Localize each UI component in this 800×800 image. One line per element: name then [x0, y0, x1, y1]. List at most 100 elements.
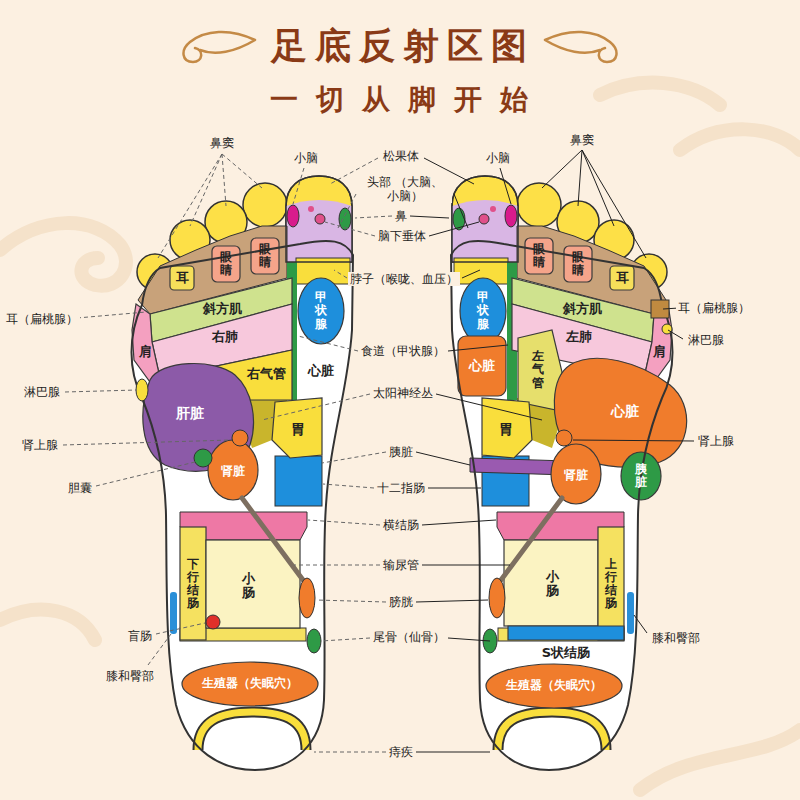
label-anchor: 膝和臀部 [104, 669, 156, 683]
zone-label: 肾脏 [564, 469, 588, 482]
zone-shape [508, 626, 624, 640]
reflex-zone: 耳 [170, 266, 194, 290]
reflex-zone: 肾脏 [551, 444, 601, 504]
foot-details [132, 176, 354, 770]
zone-label: 肝脏 [176, 406, 204, 421]
reflex-zone: 眼睛 [525, 238, 553, 274]
zone-shape [610, 266, 634, 290]
label-anchor: 一切从脚开始 [252, 83, 548, 117]
label-anchor: 胰脏 [387, 445, 415, 459]
zone-label: 右肺 [212, 330, 238, 344]
gallbladder [194, 449, 212, 467]
label-anchor: 盲肠 [126, 629, 154, 643]
reflex-zone: 甲状腺 [298, 278, 344, 344]
zone-label: 耳 [176, 271, 189, 285]
label-anchor: 松果体 [381, 149, 421, 163]
zone-shape [504, 540, 598, 626]
zone-label: 心脏 [308, 364, 334, 378]
label-anchor: 太阳神经丛 [371, 386, 435, 400]
reflex-zone: 肩 [644, 304, 672, 382]
head-zone [286, 200, 352, 262]
label-anchor: 耳（扁桃腺） [676, 301, 752, 315]
reflex-zone: 生殖器（失眠穴） [486, 664, 622, 708]
part-label: 太阳神经丛 [371, 386, 435, 400]
foot-mirrored [451, 176, 673, 770]
zone-shape [486, 664, 622, 708]
nose-dot [339, 208, 351, 230]
subtitle: 一切从脚开始 [252, 83, 548, 117]
zone-shape [598, 527, 624, 640]
label-anchor: 胆囊 [66, 481, 94, 495]
label-anchor: 耳（扁桃腺） [4, 312, 80, 326]
part-label: 盲肠 [126, 629, 154, 643]
zone-label: 上行结肠 [605, 558, 617, 611]
foot [132, 176, 354, 770]
label-anchor: 膝和臀部 [650, 631, 702, 645]
reflex-zone: 生殖器（失眠穴） [182, 662, 318, 706]
label-anchor: 十二指肠 [375, 481, 427, 495]
reflex-zone: 小肠 [504, 540, 598, 626]
tonsil-zone [651, 300, 669, 318]
label-anchor: 鼻 [393, 209, 409, 223]
leader-lines-solid [410, 150, 694, 752]
zone-shape [170, 266, 194, 290]
zone-label: 肾脏 [221, 465, 245, 478]
zone-shape [132, 304, 160, 382]
heel-arc [198, 712, 306, 750]
bladder [299, 578, 315, 618]
label-anchor: 小脑 [484, 151, 512, 165]
zone-label: 耳 [616, 271, 629, 285]
zone-shape [298, 346, 344, 396]
part-label: 尾骨（仙骨） [371, 630, 447, 644]
zone-shape [272, 398, 322, 458]
big-toe-outline [286, 176, 352, 262]
part-label: 淋巴腺 [686, 333, 726, 347]
zone-label: 斜方肌 [203, 302, 242, 316]
zone-shape [208, 440, 258, 500]
reflex-zone: 心脏 [458, 336, 506, 396]
zone-shape [251, 238, 279, 274]
label-anchor: 淋巴腺 [686, 333, 726, 347]
label-anchor: 脖子（喉咙、血压） [348, 272, 460, 286]
pineal-dot [308, 206, 314, 212]
zone-label: 肩 [139, 345, 152, 359]
reflex-zone: 小肠 [206, 540, 300, 628]
zone-label: 胰脏 [635, 463, 647, 489]
zone-label: 胃 [291, 422, 305, 437]
part-label: 膝和臀部 [650, 631, 702, 645]
reflex-zone: 眼睛 [212, 246, 240, 282]
part-label: 鼻窦 [208, 136, 236, 150]
part-label: 耳（扁桃腺） [676, 301, 752, 315]
zone-label: 生殖器（失眠穴） [202, 677, 298, 690]
lymph-zone [136, 379, 148, 401]
duodenum-zone [275, 456, 322, 506]
reflex-zone: 上行结肠 [598, 527, 624, 640]
big-toe [286, 176, 352, 262]
part-label: 脑下垂体 [376, 229, 428, 243]
part-label: 肾上腺 [696, 434, 736, 448]
zone-outline [132, 304, 160, 382]
zone-label: 小肠 [546, 570, 559, 599]
part-label: 淋巴腺 [22, 385, 62, 399]
adrenal-gland [232, 430, 248, 446]
part-label: 松果体 [381, 149, 421, 163]
label-anchor: 淋巴腺 [22, 385, 62, 399]
label-anchor: 肾上腺 [20, 438, 60, 452]
part-label: 小脑 [292, 151, 320, 165]
zone-label: 胃 [499, 422, 513, 437]
knee-hip-strip [170, 592, 177, 634]
zone-shape [180, 527, 206, 640]
reflex-zone: 肾脏 [208, 440, 258, 500]
zone-label: 生殖器（失眠穴） [506, 679, 602, 692]
reflex-zone: 眼睛 [564, 246, 592, 282]
cerebellum-dot [287, 205, 299, 227]
zone-label: 眼睛 [533, 243, 545, 269]
reflex-zone: 胃 [482, 398, 532, 458]
zone-label: 甲状腺 [315, 291, 327, 331]
part-label: 痔疾 [387, 745, 415, 759]
label-anchor: 尾骨（仙骨） [371, 630, 447, 644]
toe-pad [243, 183, 287, 227]
zone-shape [458, 336, 506, 396]
cecum [206, 615, 220, 629]
